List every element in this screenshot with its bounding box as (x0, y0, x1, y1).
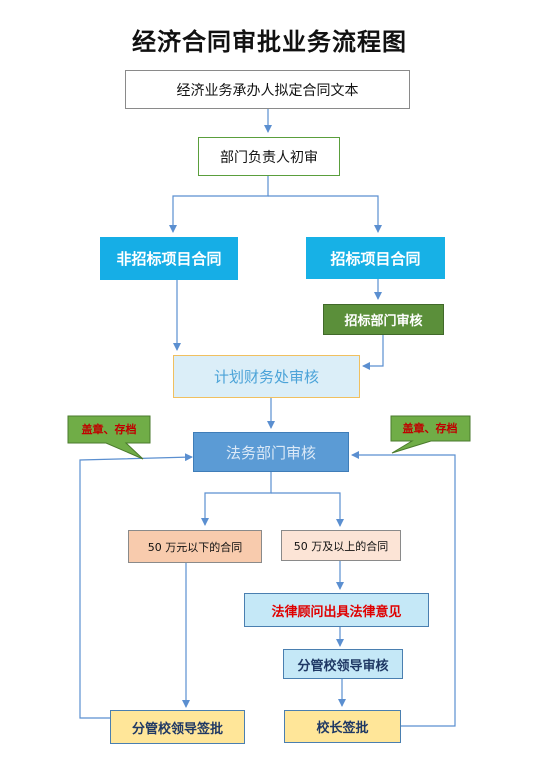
node-legal: 法务部门审核 (193, 432, 349, 472)
node-legal-advisor: 法律顾问出具法律意见 (244, 593, 429, 627)
arrow-dept-split-left (169, 176, 269, 233)
arrow-legal-split-left (201, 472, 272, 526)
node-branch-sign: 分管校领导签批 (110, 710, 245, 744)
node-under-50: 50 万元以下的合同 (128, 530, 262, 563)
node-over-50: 50 万及以上的合同 (281, 530, 401, 561)
arrow-president-loop-to-legal (351, 451, 456, 727)
arrow-biddept-to-finance (362, 335, 384, 370)
node-branch-review: 分管校领导审核 (283, 649, 403, 679)
callout-left-shape (67, 415, 151, 460)
callout-right-shape (390, 415, 471, 454)
node-bid: 招标项目合同 (306, 237, 445, 279)
arrow-dept-split-right (268, 195, 382, 233)
node-president-sign: 校长签批 (284, 710, 401, 743)
node-finance: 计划财务处审核 (173, 355, 360, 398)
node-bid-dept: 招标部门审核 (323, 304, 444, 335)
node-dept-review: 部门负责人初审 (198, 137, 340, 176)
node-draft: 经济业务承办人拟定合同文本 (125, 70, 410, 109)
callout-right-text: 盖章、存档 (403, 421, 458, 435)
node-non-bid: 非招标项目合同 (100, 237, 238, 280)
arrow-branchsign-loop-to-legal (79, 453, 193, 719)
diagram-title: 经济合同审批业务流程图 (132, 28, 407, 56)
callout-left-text: 盖章、存档 (82, 422, 137, 436)
arrow-legal-split-right (271, 492, 344, 527)
